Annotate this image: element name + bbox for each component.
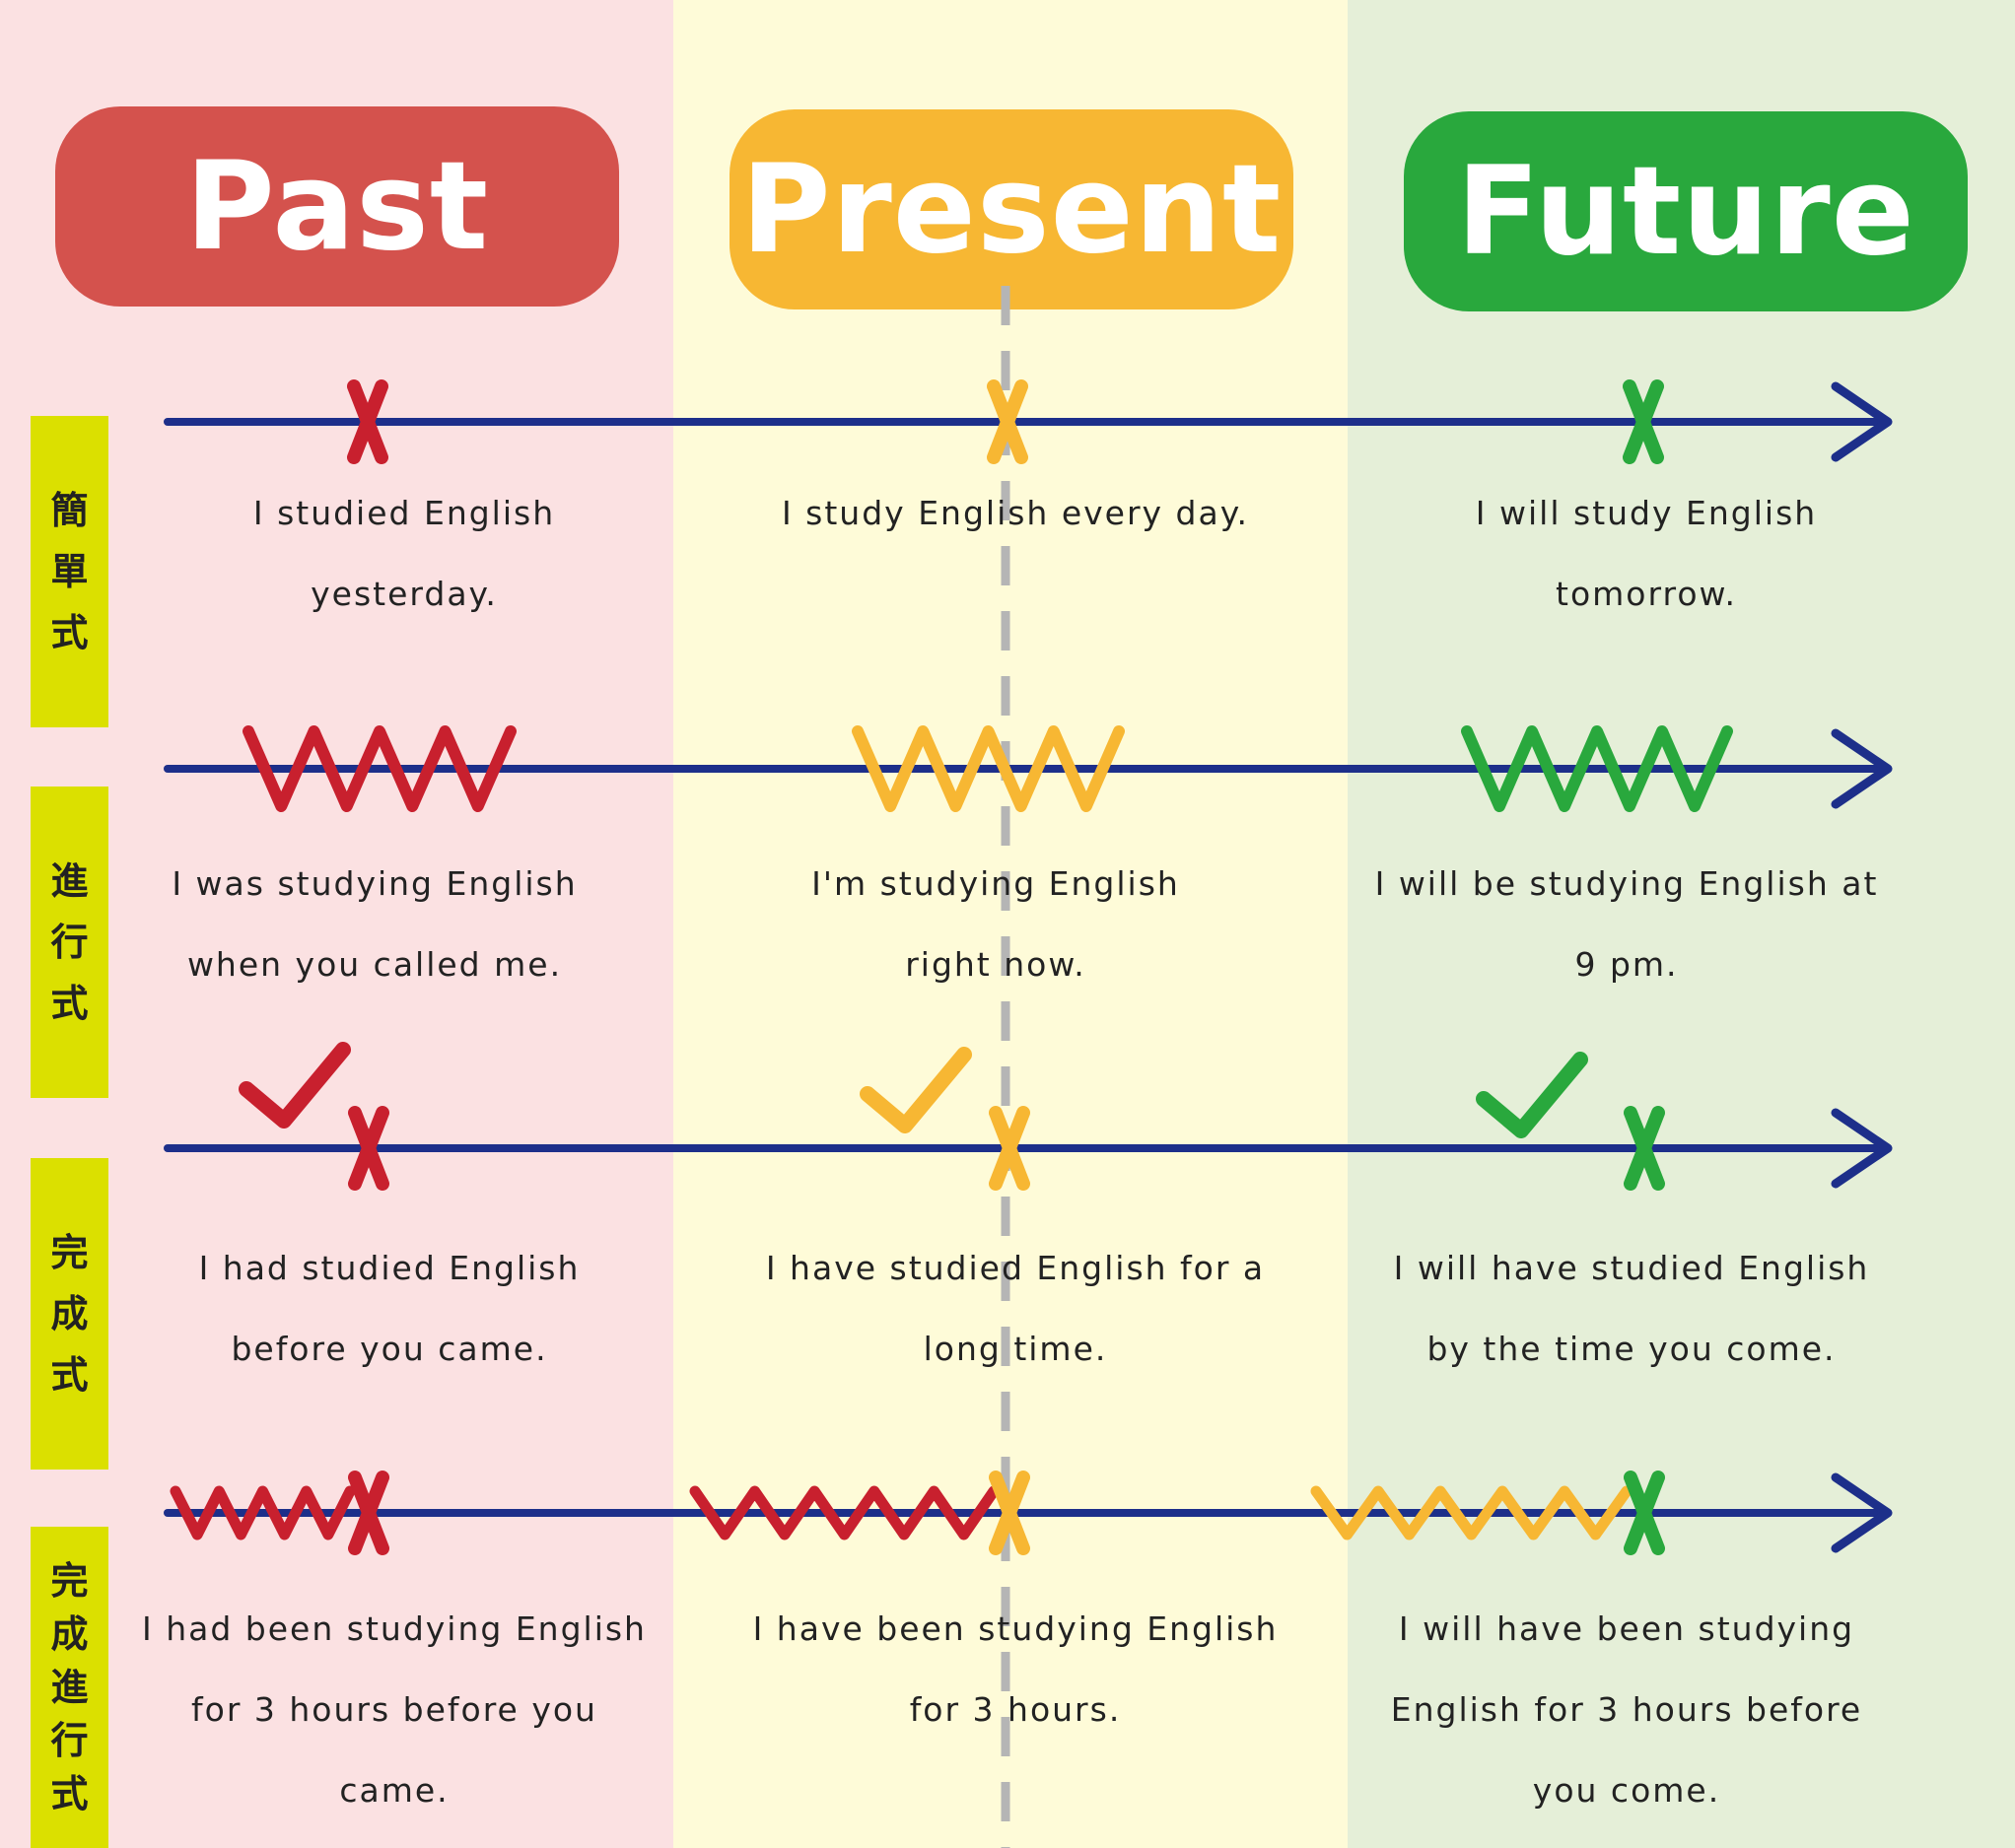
time-point-x-mark <box>1623 379 1664 464</box>
row-label-char: 簡 <box>50 488 89 532</box>
ongoing-action-zigzag <box>243 725 517 812</box>
sentence-perfect-past: I had studied English before you came. <box>198 1249 581 1368</box>
completion-check-mark <box>1476 1052 1588 1138</box>
sentence-simple-present: I study English every day. <box>781 494 1250 532</box>
time-point-x-mark <box>1624 1106 1665 1191</box>
row-label-char: 進 <box>50 858 89 903</box>
row-label-perfect: 完 成 式 <box>31 1158 108 1470</box>
future-header: Future <box>1404 111 1968 311</box>
past-column-background <box>0 0 673 1848</box>
row-label-char: 行 <box>50 1718 89 1762</box>
duration-zigzag <box>689 1485 1000 1540</box>
row-label-char: 式 <box>50 610 89 654</box>
row-label-char: 式 <box>50 1352 89 1397</box>
sentence-simple-past: I studied English yesterday. <box>252 494 556 613</box>
time-point-x-mark <box>1624 1471 1665 1555</box>
row-label-perfect-progressive: 完 成 進 行 式 <box>31 1527 108 1848</box>
time-point-x-mark <box>987 379 1028 464</box>
row-label-char: 進 <box>50 1665 89 1709</box>
ongoing-action-zigzag <box>1461 725 1733 812</box>
completion-check-mark <box>239 1042 351 1129</box>
timeline-arrowhead <box>1831 381 1893 462</box>
row-label-simple: 簡 單 式 <box>31 416 108 727</box>
sentence-simple-future: I will study English tomorrow. <box>1475 494 1818 613</box>
sentence-perfect-future: I will have studied English by the time … <box>1393 1249 1870 1368</box>
time-point-x-mark <box>347 379 388 464</box>
sentence-progressive-present: I'm studying English right now. <box>811 864 1180 984</box>
time-point-x-mark <box>989 1106 1030 1191</box>
row-label-char: 單 <box>50 549 89 593</box>
time-point-x-mark <box>348 1471 389 1555</box>
present-header: Present <box>730 109 1293 309</box>
sentence-perfect-progressive-future: I will have been studying English for 3 … <box>1390 1609 1863 1810</box>
duration-zigzag <box>1310 1485 1633 1540</box>
time-point-x-mark <box>989 1471 1030 1555</box>
timeline-arrowhead <box>1831 728 1893 809</box>
row-label-progressive: 進 行 式 <box>31 787 108 1098</box>
row-label-char: 完 <box>50 1558 89 1603</box>
row-label-char: 式 <box>50 981 89 1025</box>
row-label-char: 行 <box>50 920 89 964</box>
sentence-perfect-progressive-past: I had been studying English for 3 hours … <box>142 1609 647 1810</box>
sentence-perfect-progressive-present: I have been studying English for 3 hours… <box>752 1609 1279 1729</box>
sentence-progressive-past: I was studying English when you called m… <box>172 864 578 984</box>
timeline-arrowhead <box>1831 1108 1893 1189</box>
completion-check-mark <box>860 1047 972 1133</box>
time-point-x-mark <box>348 1106 389 1191</box>
timeline-arrowhead <box>1831 1472 1893 1553</box>
row-label-char: 完 <box>50 1230 89 1274</box>
row-label-char: 成 <box>50 1291 89 1335</box>
duration-zigzag <box>170 1485 356 1540</box>
row-label-char: 式 <box>50 1771 89 1815</box>
sentence-perfect-present: I have studied English for a long time. <box>765 1249 1266 1368</box>
ongoing-action-zigzag <box>852 725 1125 812</box>
row-label-char: 成 <box>50 1611 89 1656</box>
sentence-progressive-future: I will be studying English at 9 pm. <box>1374 864 1879 984</box>
past-header: Past <box>55 106 619 307</box>
